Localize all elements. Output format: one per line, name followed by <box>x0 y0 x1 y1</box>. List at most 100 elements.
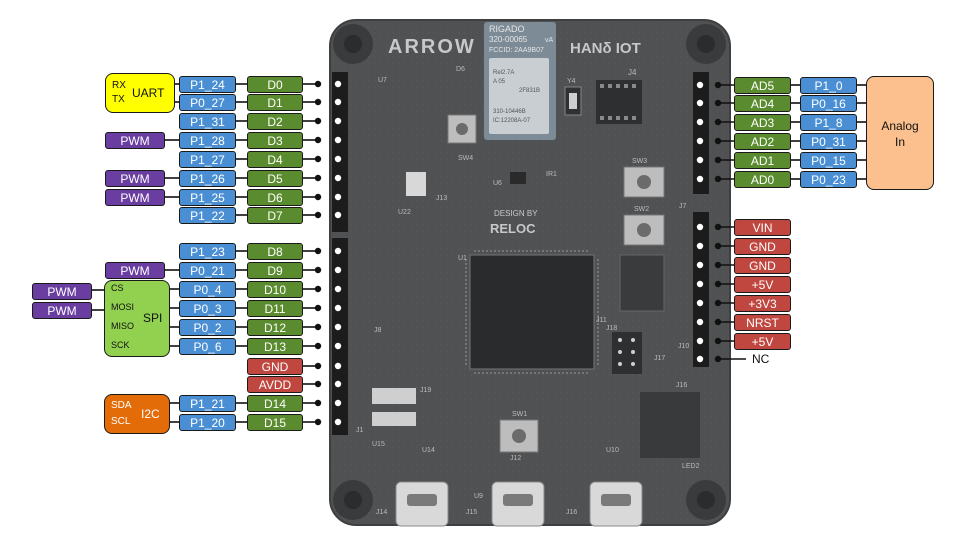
left-header-pin-pad <box>334 304 342 312</box>
port-pin-label: P1_31 <box>179 113 236 130</box>
svg-text:IC:12208A-07: IC:12208A-07 <box>493 118 531 124</box>
analog-arduino-label: AD4 <box>734 95 791 112</box>
i2c-sda: SDA <box>111 400 132 411</box>
spi-title: SPI <box>143 311 163 325</box>
header-right-lower <box>693 212 709 367</box>
arduino-pin-label: D1 <box>247 94 303 111</box>
power-pin-label: NRST <box>734 314 791 331</box>
right-header-pin <box>714 137 722 145</box>
left-header-pin-pad <box>334 418 342 426</box>
left-header-pin-pad <box>334 211 342 219</box>
left-header-pin-pad <box>334 342 342 350</box>
nc-label: NC <box>752 352 770 366</box>
left-header-pin-pad <box>334 98 342 106</box>
svg-text:U7: U7 <box>378 77 387 84</box>
svg-text:SW1: SW1 <box>512 411 527 418</box>
arduino-pin-label: D6 <box>247 189 303 206</box>
svg-text:J1: J1 <box>356 427 364 434</box>
analog-port-label: P0_15 <box>800 152 857 169</box>
left-header-pin-pad <box>334 380 342 388</box>
power-pin-label: +5V <box>734 276 791 293</box>
left-header-pin <box>314 380 322 388</box>
arduino-pin-label: D14 <box>247 395 303 412</box>
uart-title: UART <box>132 86 165 100</box>
left-header-pin <box>314 98 322 106</box>
svg-text:J13: J13 <box>436 195 447 202</box>
svg-text:U22: U22 <box>398 209 411 216</box>
mcu-chip <box>469 254 595 370</box>
svg-text:J7: J7 <box>679 203 687 210</box>
left-header-pin <box>314 399 322 407</box>
pwm-tag: PWM <box>105 262 165 279</box>
svg-text:U10: U10 <box>606 447 619 454</box>
analog-port-label: P1_8 <box>800 114 857 131</box>
svg-text:DESIGN BY: DESIGN BY <box>494 209 538 218</box>
right-header-pad <box>696 118 704 126</box>
svg-text:J19: J19 <box>420 387 431 394</box>
left-header-pin-pad <box>334 247 342 255</box>
right-header-pin <box>714 242 722 250</box>
header-right-upper <box>693 72 709 194</box>
left-header-pin <box>314 80 322 88</box>
left-header-pin <box>314 193 322 201</box>
port-pin-label: P0_3 <box>179 300 236 317</box>
left-header-pin <box>314 155 322 163</box>
pwm-tag: PWM <box>105 132 165 149</box>
port-pin-label: P0_27 <box>179 94 236 111</box>
svg-text:U6: U6 <box>493 180 502 187</box>
svg-text:310-10446B: 310-10446B <box>493 109 526 115</box>
right-header-pad <box>696 175 704 183</box>
spi-cs: CS <box>111 283 124 293</box>
left-header-pin-pad <box>334 399 342 407</box>
right-header-pad <box>696 223 704 231</box>
right-header-pad <box>696 81 704 89</box>
svg-text:J18: J18 <box>606 325 617 332</box>
port-pin-label: P0_4 <box>179 281 236 298</box>
right-header-pad <box>696 242 704 250</box>
spi-miso: MISO <box>111 321 135 331</box>
left-header-pin-pad <box>334 266 342 274</box>
svg-text:SW3: SW3 <box>632 158 647 165</box>
left-header-pin <box>314 266 322 274</box>
port-pin-label: P0_2 <box>179 319 236 336</box>
analog-arduino-label: AD5 <box>734 77 791 94</box>
right-header-pin <box>714 355 722 363</box>
left-header-pin <box>314 362 322 370</box>
arduino-pin-label: D11 <box>247 300 303 317</box>
arduino-pin-label: D10 <box>247 281 303 298</box>
right-header-pin <box>714 299 722 307</box>
right-header-pin <box>714 81 722 89</box>
arduino-pin-label: D7 <box>247 207 303 224</box>
svg-text:U14: U14 <box>422 447 435 454</box>
arduino-pin-label: GND <box>247 358 303 375</box>
port-pin-label: P1_22 <box>179 207 236 224</box>
right-header-pin <box>714 337 722 345</box>
pwm-tag: PWM <box>105 170 165 187</box>
left-header-pin <box>314 342 322 350</box>
right-header-pad <box>696 280 704 288</box>
port-pin-label: P1_27 <box>179 151 236 168</box>
arduino-pin-label: D3 <box>247 132 303 149</box>
port-pin-label: P1_23 <box>179 243 236 260</box>
svg-text:J12: J12 <box>510 455 521 462</box>
svg-text:RIGADO: RIGADO <box>489 24 525 34</box>
arduino-pin-label: D5 <box>247 170 303 187</box>
i2c-group: SDA SCL I2C <box>104 394 170 434</box>
svg-text:J4: J4 <box>628 68 637 77</box>
svg-text:IR1: IR1 <box>546 171 557 178</box>
right-header-pad <box>696 337 704 345</box>
right-header-pad <box>696 318 704 326</box>
analog-in-group: Analog In <box>866 76 934 190</box>
right-header-pad <box>696 261 704 269</box>
port-pin-label: P1_28 <box>179 132 236 149</box>
left-header-pin <box>314 174 322 182</box>
i2c-title: I2C <box>141 407 160 421</box>
left-header-pin <box>314 285 322 293</box>
right-header-pad <box>696 137 704 145</box>
arduino-pin-label: D0 <box>247 76 303 93</box>
right-header-pin <box>714 175 722 183</box>
uart-rx: RX <box>112 80 126 91</box>
left-header-pin-pad <box>334 117 342 125</box>
